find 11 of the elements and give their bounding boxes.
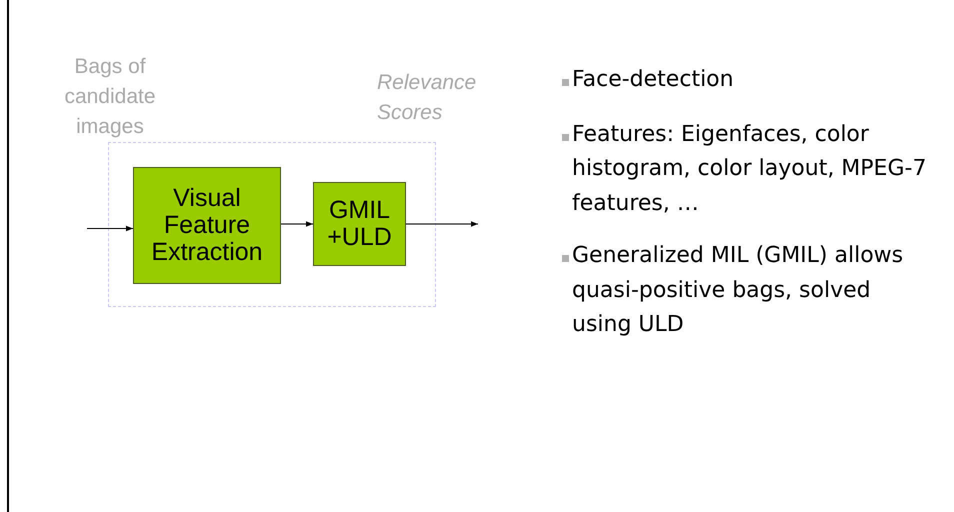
dashed-group-frame [108,142,436,307]
bullet-text: Features: Eigenfaces, color histogram, color layout, MPEG-7 features, … [572,122,926,216]
bullet-text: Generalized MIL (GMIL) allows quasi-positive bags, solved using ULD [572,243,904,337]
input-caption: Bags of candidate images [63,54,157,140]
process-box: GMIL +ULD [313,182,406,266]
output-caption: Relevance Scores [377,70,478,126]
process-box: Visual Feature Extraction [133,167,281,284]
arrow [406,221,478,227]
arrow [280,221,314,227]
bullet-text: Face-detection [572,67,734,92]
arrow [86,226,134,232]
